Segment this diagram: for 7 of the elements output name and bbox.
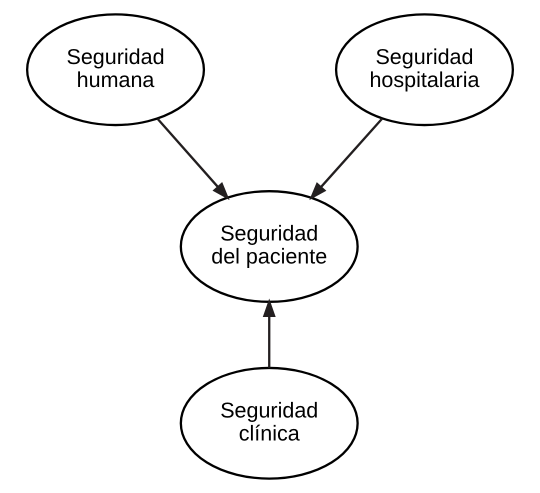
node-ellipse: Seguridad del paciente bbox=[180, 190, 359, 303]
arrow bbox=[309, 118, 383, 200]
node-ellipse: Seguridad humana bbox=[26, 13, 206, 126]
node-ellipse: Seguridad hospitalaria bbox=[334, 13, 514, 126]
arrow bbox=[262, 298, 276, 368]
arrow bbox=[156, 118, 230, 200]
node-ellipse: Seguridad clínica bbox=[180, 366, 359, 480]
